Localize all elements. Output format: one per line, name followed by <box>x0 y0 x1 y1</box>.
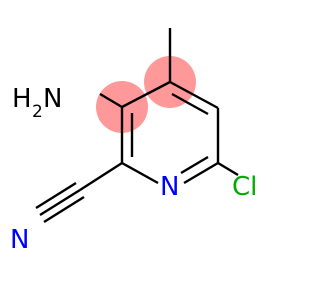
bond-nitrile-1 <box>39 188 81 217</box>
amine-h-label: H <box>12 84 32 114</box>
bond-c3-amine <box>99 92 123 109</box>
bond-c6-n1 <box>183 161 219 185</box>
bond-nitrile-3 <box>43 195 85 224</box>
bond-c6-n1-inner <box>180 155 209 175</box>
bond-c4-c5-inner <box>171 92 209 116</box>
amine-subscript-label: 2 <box>32 102 43 122</box>
molecule-canvas: H 2 N N Cl N <box>10 28 258 255</box>
chlorine-label: Cl <box>232 172 257 202</box>
bond-n1-c2 <box>121 161 159 185</box>
molecule-structure: H 2 N N Cl N <box>10 28 257 255</box>
bond-c4-c5 <box>169 80 219 110</box>
ring-n-label: N <box>160 172 179 202</box>
nitrile-n-label: N <box>10 225 29 255</box>
bond-nitrile-2 <box>35 181 77 210</box>
bond-c2-cn <box>79 161 123 192</box>
amine-n-label: N <box>43 84 62 114</box>
bond-c3-c4 <box>121 80 171 109</box>
bond-c6-cl <box>217 161 239 177</box>
